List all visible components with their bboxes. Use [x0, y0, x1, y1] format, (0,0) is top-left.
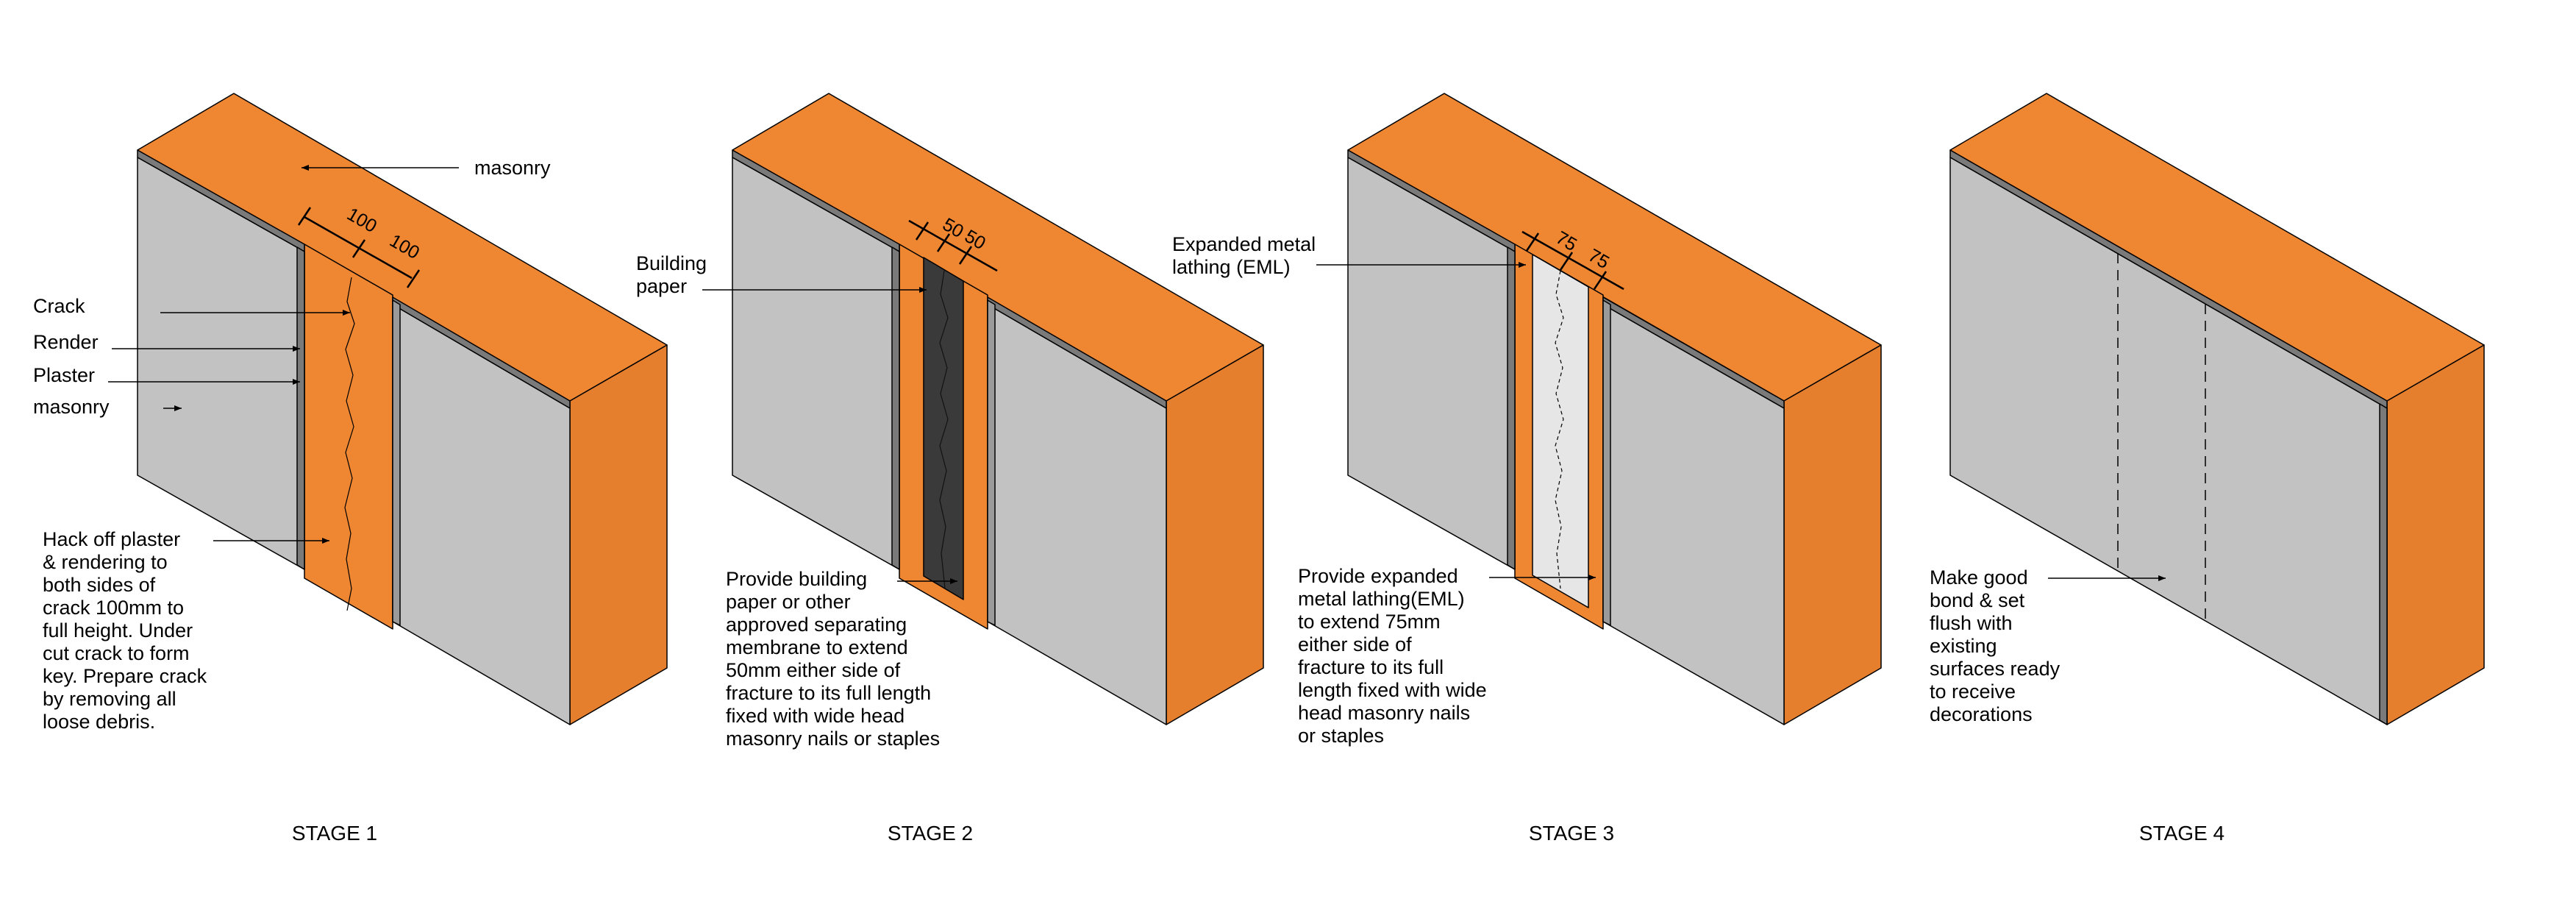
stage-1-dimensions — [297, 207, 421, 288]
stage-1-crack-line — [344, 277, 355, 611]
stage-3-plaster-left-edge — [1507, 246, 1516, 570]
stage-1-label-plaster: Plaster — [33, 364, 95, 386]
stage-2-dimensions — [908, 219, 998, 272]
stage-4-plaster-edge — [2379, 403, 2388, 725]
stage-1-label-masonry: masonry — [33, 396, 110, 418]
stage-1-masonry-side — [569, 344, 668, 725]
stage-4-caption: STAGE 4 — [2139, 822, 2224, 845]
stage-1-caption: STAGE 1 — [292, 822, 377, 845]
stage-2-drawing — [732, 93, 1264, 725]
stage-1-plaster-left-edge — [296, 246, 305, 570]
stage-4-note: Make good bond & set flush with existing… — [1930, 566, 2066, 725]
stage-2-building-paper — [923, 257, 964, 600]
stage-2-plaster-right-edge — [987, 299, 996, 626]
stage-2-plaster-left-edge — [891, 246, 900, 570]
stage-1-label-masonry-top: masonry — [474, 157, 551, 179]
stage-3-note: Provide expanded metal lathing(EML) to e… — [1298, 565, 1492, 747]
stage-1-plaster-right-edge — [392, 299, 401, 626]
stage-2-caption: STAGE 2 — [888, 822, 973, 845]
stage-2-crack-line — [939, 270, 949, 589]
stage-2-label-paper: Building paper — [636, 252, 713, 297]
stage-3-plaster-right-edge — [1602, 299, 1611, 626]
stage-4-drawing — [1949, 93, 2485, 725]
stage-3-eml — [1532, 254, 1589, 608]
stage-3-caption: STAGE 3 — [1529, 822, 1614, 845]
stage-3-drawing — [1347, 93, 1882, 725]
stage-3-dimensions — [1521, 230, 1624, 291]
stage-3-crack-line — [1555, 270, 1564, 589]
stage-1-note: Hack off plaster & rendering to both sid… — [43, 528, 213, 733]
stage-1-label-render: Render — [33, 331, 99, 353]
stage-4-masonry-side — [2386, 344, 2485, 725]
stage-1-drawing — [137, 93, 668, 725]
stage-2-note: Provide building paper or other approved… — [726, 568, 940, 750]
stage-3-masonry-side — [1783, 344, 1882, 725]
stage-2-masonry-side — [1166, 344, 1264, 725]
stage-1-label-crack: Crack — [33, 295, 85, 317]
stage-3-label-eml: Expanded metal lathing (EML) — [1172, 233, 1321, 278]
